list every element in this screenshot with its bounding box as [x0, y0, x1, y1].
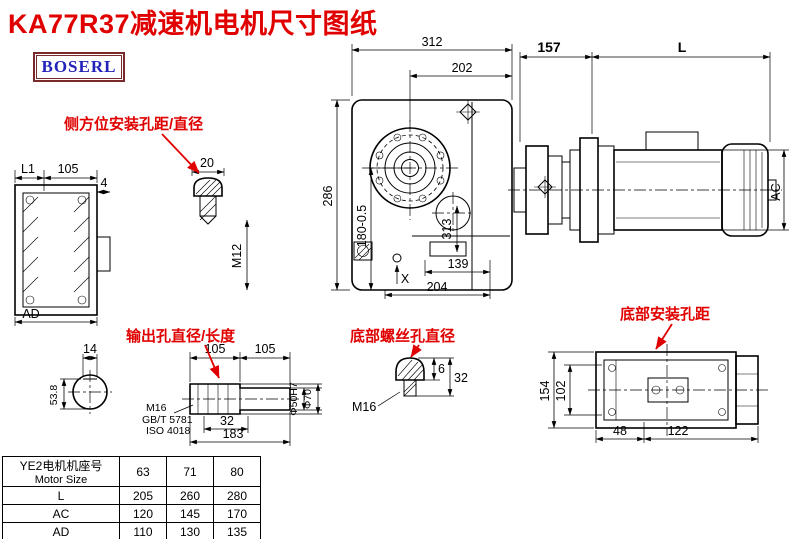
main-view-dimensions: 312 202 286 180-0.5 313 139 204 X [321, 35, 513, 299]
table-row-AC: AC 120 145 170 [2, 504, 261, 523]
table-size-63: 63 [119, 456, 167, 487]
row-label-AD: AD [2, 522, 120, 539]
dim-53-8: 53.8 [48, 385, 60, 406]
standard-iso: ISO 4018 [146, 425, 191, 437]
table-cell: 130 [166, 522, 214, 539]
row-label-AC: AC [2, 504, 120, 523]
table-size-80: 80 [213, 456, 261, 487]
table-header-cell: YE2电机机座号 Motor Size [2, 456, 120, 487]
dim-105-side: 105 [58, 162, 79, 176]
motor-view-dimensions: 157 L AC [519, 39, 789, 231]
side-bolt-detail: 20 M12 [191, 156, 250, 291]
output-shaft-detail: 105 105 M16 GB/T 5781 ISO 4018 32 183 [142, 342, 322, 446]
table-cell: 280 [213, 486, 261, 505]
table-row-header: YE2电机机座号 Motor Size 63 71 80 [2, 456, 261, 487]
table-cell: 120 [119, 504, 167, 523]
motor-side-view [508, 131, 782, 243]
dim-14: 14 [83, 342, 97, 356]
dim-32-out: 32 [220, 414, 234, 428]
dim-M16-bot: M16 [352, 400, 376, 414]
table-size-71: 71 [166, 456, 214, 487]
dim-180: 180-0.5 [355, 205, 369, 247]
label-output-hole: 输出孔直径/长度 [126, 327, 236, 345]
dim-204: 204 [427, 280, 448, 294]
dim-M16-out: M16 [146, 402, 167, 414]
table-cell: 135 [213, 522, 261, 539]
left-side-view: L1 105 4 AD [14, 162, 111, 326]
dim-48: 48 [613, 424, 627, 438]
dim-4: 4 [101, 176, 108, 190]
brand-logo-text: BOSERL [41, 57, 117, 76]
dim-AD: AD [22, 307, 39, 321]
motor-size-table: YE2电机机座号 Motor Size 63 71 80 L 205 260 2… [2, 456, 261, 539]
dim-286: 286 [321, 186, 335, 207]
dim-32-bot: 32 [454, 371, 468, 385]
table-cell: 260 [166, 486, 214, 505]
keyway-bore-detail: 14 53.8 [48, 342, 112, 414]
dim-202: 202 [452, 61, 473, 75]
dim-d70: Φ70 [302, 389, 314, 409]
dim-L: L [678, 39, 687, 55]
label-bottom-mount: 底部安装孔距 [620, 305, 710, 323]
dim-183: 183 [223, 427, 244, 441]
dim-6: 6 [438, 362, 445, 376]
dim-105-out-b: 105 [255, 342, 276, 356]
row-label-L: L [2, 486, 120, 505]
table-cell: 205 [119, 486, 167, 505]
label-bottom-screw: 底部螺丝孔直径 [350, 327, 455, 345]
label-side-mount: 侧方位安装孔距/直径 [64, 115, 203, 133]
red-annotations: 侧方位安装孔距/直径 输出孔直径/长度 底部螺丝孔直径 底部安装孔距 [64, 115, 710, 379]
dim-154: 154 [538, 381, 552, 402]
table-row-AD: AD 110 130 135 [2, 522, 261, 539]
dim-M12: M12 [230, 244, 244, 268]
standard-gb: GB/T 5781 [142, 414, 193, 426]
dim-312: 312 [422, 35, 443, 49]
dim-313: 313 [440, 219, 454, 240]
table-header-cn: YE2电机机座号 [19, 459, 103, 473]
table-row-L: L 205 260 280 [2, 486, 261, 505]
bottom-mounting-view: 154 102 48 122 [538, 344, 768, 443]
dim-157: 157 [537, 39, 561, 55]
brand-logo-box: BOSERL [33, 52, 125, 82]
dim-d50: Φ50H7 [288, 382, 300, 416]
dim-105-out-a: 105 [205, 342, 226, 356]
table-cell: 110 [119, 522, 167, 539]
dim-102: 102 [554, 381, 568, 402]
table-cell: 170 [213, 504, 261, 523]
dim-L1: L1 [21, 162, 35, 176]
dim-AC: AC [769, 183, 783, 200]
dim-x-ref: X [401, 272, 410, 286]
page-title: KA77R37减速机电机尺寸图纸 [8, 9, 378, 39]
dim-139: 139 [448, 257, 469, 271]
bottom-bolt-detail: 6 32 M16 [352, 357, 468, 414]
table-cell: 145 [166, 504, 214, 523]
main-front-view [351, 99, 513, 291]
dim-20: 20 [200, 156, 214, 170]
table-header-en: Motor Size [34, 474, 88, 486]
dim-122: 122 [668, 424, 689, 438]
